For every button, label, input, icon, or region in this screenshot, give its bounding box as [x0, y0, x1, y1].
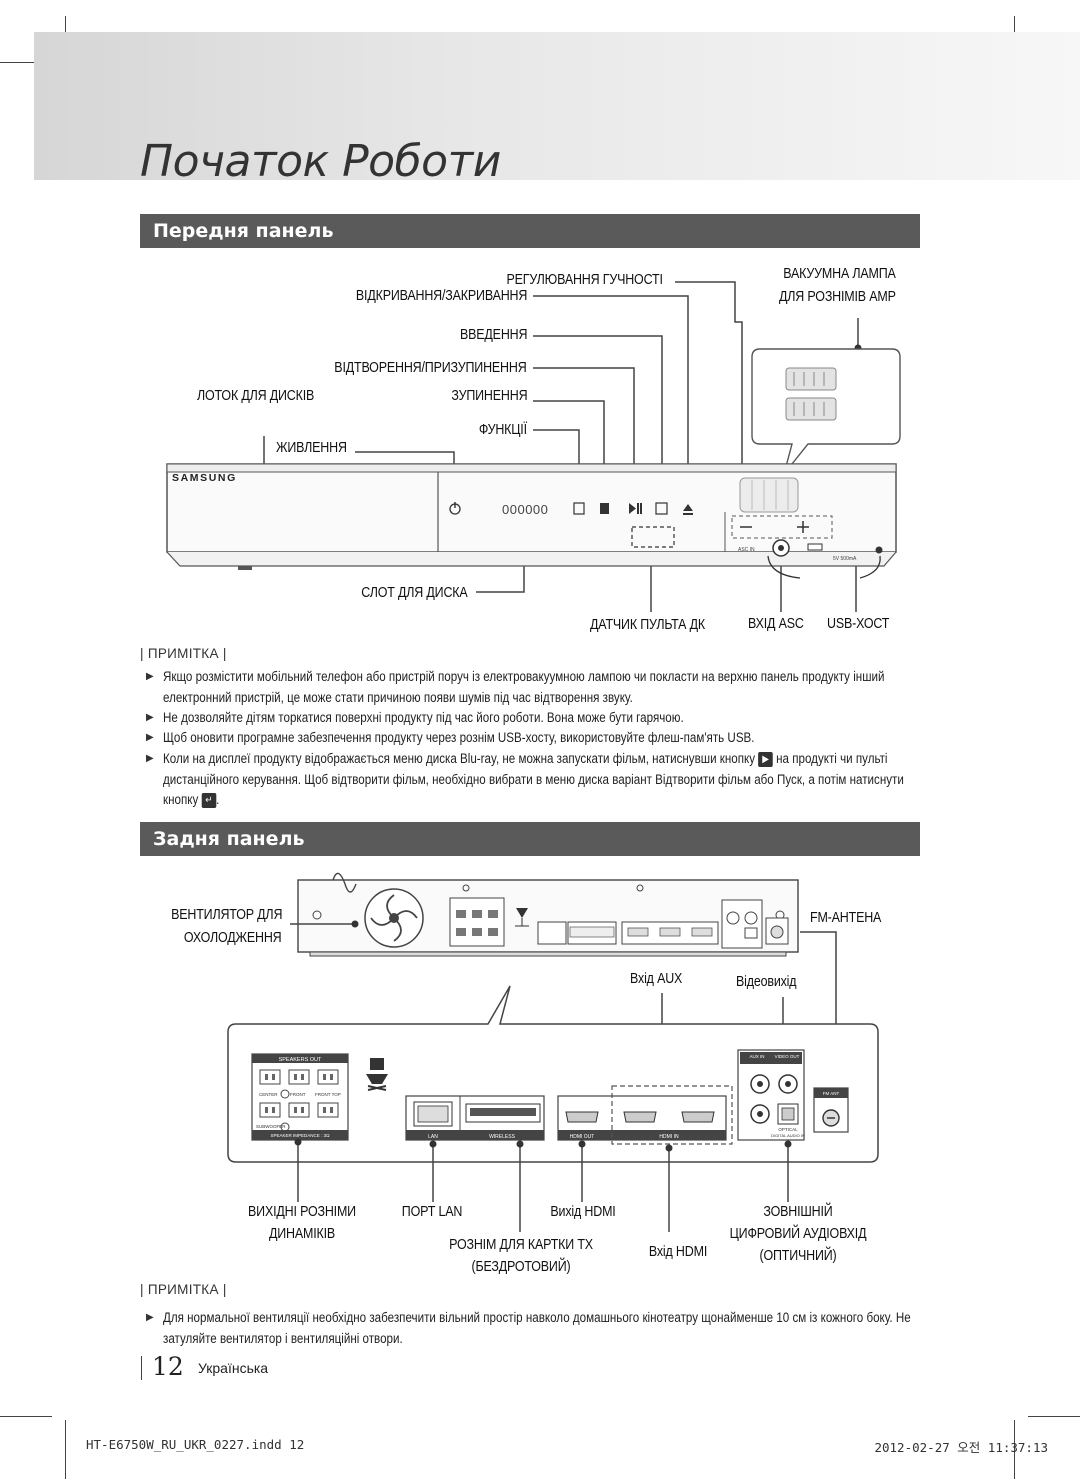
label-optical-2: ЦИФРОВИЙ АУДІОВХІД — [729, 1226, 867, 1242]
label-fan-1: ВЕНТИЛЯТОР ДЛЯ — [170, 907, 282, 923]
crop-mark — [1014, 1420, 1015, 1479]
rear-panel-diagram: SPEAKERS OUT CENTER FRONT FRONT TOP SUBW… — [227, 872, 879, 1232]
label-volume: РЕГУЛЮВАННЯ ГУЧНОСТІ — [506, 272, 663, 288]
video-out-port-label: VIDEO OUT — [775, 1054, 800, 1059]
front-display: 000000 — [502, 502, 548, 517]
page-number-divider — [141, 1356, 142, 1380]
label-hdmi-out: Вихід HDMI — [550, 1204, 616, 1220]
crop-mark — [0, 1416, 52, 1417]
footer-file: HT-E6750W_RU_UKR_0227.indd 12 — [86, 1437, 305, 1452]
section-heading-rear: Задня панель — [140, 822, 920, 856]
page-title: Початок Роботи — [140, 136, 501, 187]
lan-port-label: LAN — [428, 1134, 438, 1140]
note-item: ▶Для нормальної вентиляції необхідно заб… — [146, 1310, 911, 1346]
label-speaker-out-2: ДИНАМІКІВ — [268, 1226, 336, 1242]
crop-mark — [1028, 1416, 1080, 1417]
optical-port-label: OPTICAL — [778, 1127, 798, 1132]
crop-mark — [65, 1420, 66, 1479]
label-fm-antenna: FM-АНТЕНА — [810, 910, 882, 926]
fm-ant-port-label: FM ANT — [823, 1091, 840, 1096]
section-heading-front: Передня панель — [140, 214, 920, 248]
front-label: FRONT — [290, 1092, 306, 1097]
label-remote-sensor: ДАТЧИК ПУЛЬТА ДК — [590, 617, 705, 633]
digital-audio-in-port-label: DIGITAL AUDIO IN — [771, 1133, 805, 1138]
bullet-arrow-icon: ▶ — [146, 712, 154, 723]
note-heading: | ПРИМІТКА | — [140, 646, 227, 661]
page-language: Українська — [198, 1360, 269, 1376]
label-power: ЖИВЛЕННЯ — [276, 440, 347, 456]
label-tube-1: ВАКУУМНА ЛАМПА — [783, 266, 897, 282]
enter-button-icon: ↵ — [201, 792, 217, 808]
label-play-pause: ВІДТВОРЕННЯ/ПРИЗУПИНЕННЯ — [334, 360, 527, 376]
label-asc-in: ВХІД ASC — [748, 616, 804, 632]
label-wireless-1: РОЗНІМ ДЛЯ КАРТКИ ТХ — [449, 1237, 593, 1253]
hdmi-in-port-label: HDMI IN — [659, 1134, 679, 1140]
label-stop: ЗУПИНЕННЯ — [450, 388, 527, 404]
label-video-out: Відеовихід — [736, 974, 797, 990]
center-label: CENTER — [259, 1092, 278, 1097]
label-hdmi-in: Вхід HDMI — [648, 1244, 708, 1260]
label-lan-port: ПОРТ LAN — [401, 1204, 463, 1220]
label-fan-2: ОХОЛОДЖЕННЯ — [184, 930, 282, 946]
brand-logo: SAMSUNG — [172, 472, 237, 484]
label-tube-2: ДЛЯ РОЗНІМІВ АМР — [779, 289, 896, 305]
label-speaker-out-1: ВИХІДНІ РОЗНІМИ — [248, 1204, 356, 1220]
hdmi-out-port-label: HDMI OUT — [570, 1134, 595, 1140]
label-optical-1: ЗОВНІШНІЙ — [763, 1204, 833, 1220]
wireless-port-label: WIRELESS — [489, 1134, 516, 1140]
note-item: ▶Не дозволяйте дітям торкатися поверхні … — [146, 708, 926, 729]
note-item: ▶ Коли на дисплеї продукту відображаєтьс… — [146, 751, 904, 808]
label-usb-host: USB-ХОСТ — [827, 616, 890, 632]
note-item: ▶Щоб оновити програмне забезпечення прод… — [146, 728, 926, 749]
impedance-label: SPEAKER IMPEDANCE : 3Ω — [271, 1133, 331, 1138]
footer-timestamp: 2012-02-27 오전 11:37:13 — [874, 1440, 1048, 1455]
usb-label: 5V 500mA — [833, 556, 857, 562]
play-button-icon: ▶ — [758, 751, 773, 767]
label-aux-in: Вхід AUX — [630, 971, 683, 987]
bullet-arrow-icon: ▶ — [146, 1312, 154, 1323]
label-disc-slot: СЛОТ ДЛЯ ДИСКА — [361, 585, 468, 601]
label-open-close: ВІДКРИВАННЯ/ЗАКРИВАННЯ — [355, 288, 528, 304]
aux-in-port-label: AUX IN — [749, 1054, 764, 1059]
label-optical-3: (ОПТИЧНИЙ) — [759, 1248, 837, 1264]
bullet-arrow-icon: ▶ — [146, 753, 154, 764]
asc-in-label: ASC IN — [738, 547, 755, 553]
crop-mark — [0, 62, 52, 63]
label-disc-tray: ЛОТОК ДЛЯ ДИСКІВ — [197, 388, 315, 404]
header-band — [34, 32, 1080, 180]
label-input: ВВЕДЕННЯ — [459, 327, 528, 343]
front-top-label: FRONT TOP — [315, 1092, 341, 1097]
label-wireless-2: (БЕЗДРОТОВИЙ) — [471, 1259, 571, 1275]
note-heading: | ПРИМІТКА | — [140, 1282, 227, 1297]
label-functions: ФУНКЦІЇ — [478, 422, 527, 438]
bullet-arrow-icon: ▶ — [146, 732, 154, 743]
note-item: ▶Якщо розмістити мобільний телефон або п… — [146, 669, 885, 705]
page-number: 12 — [152, 1352, 184, 1381]
speakers-out-label: SPEAKERS OUT — [279, 1057, 322, 1063]
front-panel-diagram: SAMSUNG 000000 ASC IN 5V 500mA — [166, 281, 901, 612]
subwoofer-label: SUBWOOFER — [256, 1124, 286, 1129]
bullet-arrow-icon: ▶ — [146, 671, 154, 682]
